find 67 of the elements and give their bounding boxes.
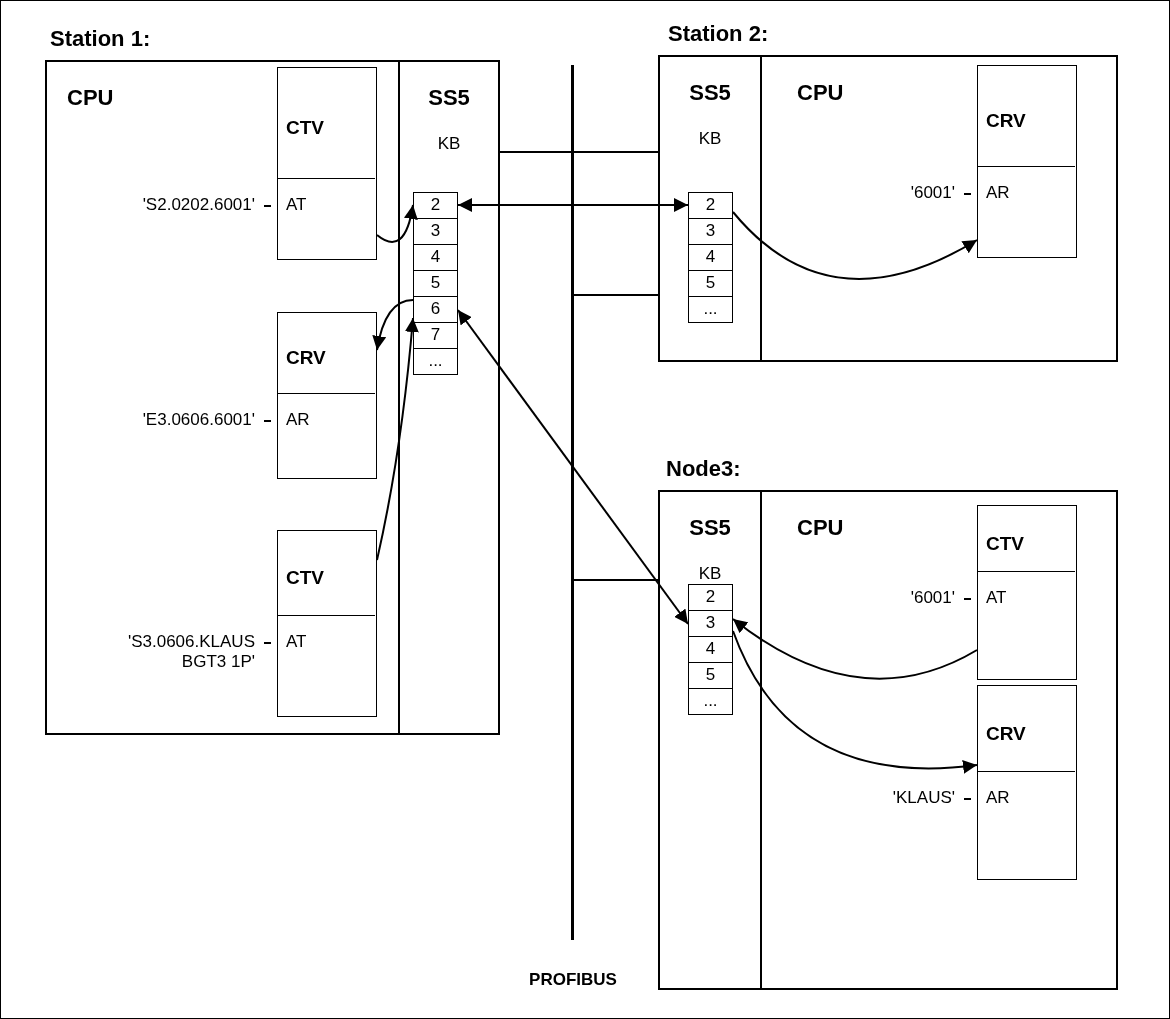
register-cell: ...	[688, 296, 733, 323]
register-cell: 3	[688, 218, 733, 245]
register-cell: 2	[413, 192, 458, 219]
register-cell: 4	[688, 244, 733, 271]
connector-line	[499, 151, 572, 153]
arrow	[376, 317, 419, 561]
block-title: CRV	[986, 110, 1026, 132]
block-title: CTV	[286, 117, 324, 139]
address-text: '6001'	[909, 183, 955, 203]
address-text: 'S3.0606.KLAUS BGT3 1P'	[126, 632, 255, 672]
register-cell: ...	[413, 348, 458, 375]
block-box	[977, 685, 1077, 880]
arrow	[732, 630, 978, 774]
arrow	[732, 211, 978, 280]
connector-line	[572, 151, 659, 153]
arrow	[457, 309, 689, 625]
address-text: 'S2.0202.6001'	[141, 195, 255, 215]
address-text: '6001'	[909, 588, 955, 608]
memory-label: KB	[697, 564, 723, 584]
section-title: CPU	[797, 515, 844, 541]
block-title: CRV	[986, 722, 1026, 745]
register-cell: 3	[688, 610, 733, 637]
register-cell: ...	[688, 688, 733, 715]
port-label: AT	[278, 178, 375, 258]
section-title: SS5	[427, 85, 471, 111]
block-box	[977, 65, 1077, 258]
station-heading: Station 2:	[668, 21, 769, 47]
section-title: SS5	[688, 515, 732, 541]
register-cell: 2	[688, 192, 733, 219]
port-label: AR	[978, 771, 1075, 878]
port-label: AR	[278, 393, 375, 477]
port-label: AT	[278, 615, 375, 715]
arrow	[376, 204, 418, 243]
port-label: AR	[978, 166, 1075, 256]
port-label: AT	[978, 571, 1075, 678]
block-title: CTV	[286, 567, 324, 589]
register-cell: 4	[688, 636, 733, 663]
bus-line	[571, 65, 574, 940]
register-cell: 3	[413, 218, 458, 245]
register-cell: 4	[413, 244, 458, 271]
register-cell: 5	[688, 270, 733, 297]
register-cell: 6	[413, 296, 458, 323]
block-title: CRV	[286, 347, 326, 369]
arrow	[732, 618, 978, 680]
arrow	[457, 198, 689, 212]
connector-line	[572, 579, 659, 581]
section-title: SS5	[688, 80, 732, 106]
bus-label: PROFIBUS	[528, 970, 618, 990]
block-box	[277, 530, 377, 717]
register-cell: 2	[688, 584, 733, 611]
block-box	[277, 312, 377, 479]
section-title: CPU	[797, 80, 844, 106]
station-heading: Node3:	[666, 456, 741, 482]
connector-line	[572, 294, 659, 296]
section-title: CPU	[67, 85, 114, 111]
block-box	[977, 505, 1077, 680]
memory-label: KB	[697, 129, 723, 149]
block-box	[277, 67, 377, 260]
register-cell: 5	[688, 662, 733, 689]
arrow	[372, 299, 414, 351]
register-cell: 5	[413, 270, 458, 297]
memory-label: KB	[436, 134, 462, 154]
block-title: CTV	[986, 532, 1024, 555]
address-text: 'KLAUS'	[891, 788, 955, 808]
register-cell: 7	[413, 322, 458, 349]
station-heading: Station 1:	[50, 26, 151, 52]
address-text: 'E3.0606.6001'	[141, 410, 255, 430]
